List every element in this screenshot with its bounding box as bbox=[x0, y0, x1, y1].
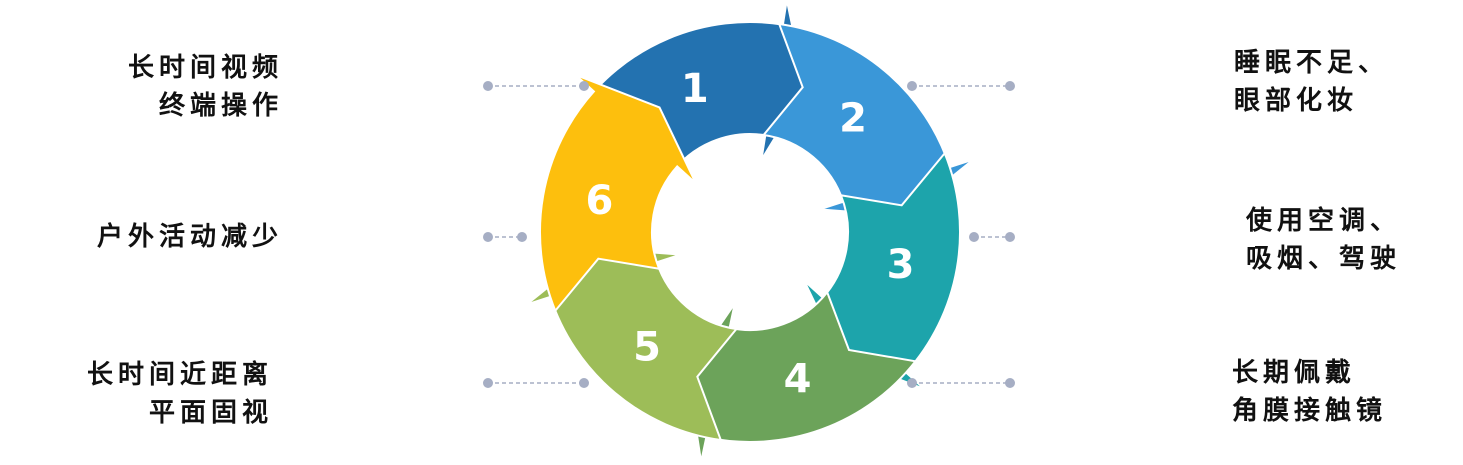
cycle-segments: 1 2 3 4 5 6 bbox=[525, 0, 975, 463]
segment-number-6: 6 bbox=[585, 178, 613, 224]
label-bottom-right-line-1: 长期佩戴 bbox=[1232, 358, 1357, 388]
connector-middle-right bbox=[969, 232, 1015, 242]
label-bottom-right-line-2: 角膜接触镜 bbox=[1232, 396, 1388, 426]
label-middle-left-line-1: 户外活动减少 bbox=[96, 222, 283, 252]
segment-number-4: 4 bbox=[784, 357, 812, 403]
label-middle-right-line-2: 吸烟、驾驶 bbox=[1246, 244, 1402, 274]
label-middle-left: 户外活动减少 bbox=[97, 218, 283, 256]
connector-middle-left bbox=[483, 232, 527, 242]
segment-number-3: 3 bbox=[887, 242, 915, 288]
label-top-right: 睡眠不足、眼部化妆 bbox=[1234, 44, 1389, 120]
label-bottom-left: 长时间近距离平面固视 bbox=[87, 356, 273, 432]
cycle-segment-6 bbox=[538, 73, 697, 313]
connectors bbox=[483, 81, 1015, 388]
connector-bottom-right bbox=[907, 378, 1015, 388]
label-bottom-left-line-2: 平面固视 bbox=[148, 398, 273, 428]
label-top-right-line-2: 眼部化妆 bbox=[1234, 86, 1359, 116]
label-top-left-line-2: 终端操作 bbox=[158, 91, 283, 121]
segment-number-2: 2 bbox=[839, 96, 867, 142]
label-top-left: 长时间视频终端操作 bbox=[128, 49, 283, 125]
segment-number-1: 1 bbox=[681, 66, 709, 112]
segment-number-5: 5 bbox=[633, 324, 661, 370]
label-bottom-right: 长期佩戴角膜接触镜 bbox=[1232, 354, 1387, 430]
connector-top-left bbox=[483, 81, 589, 91]
connector-bottom-left bbox=[483, 378, 589, 388]
label-top-right-line-1: 睡眠不足、 bbox=[1234, 48, 1390, 78]
label-middle-right: 使用空调、吸烟、驾驶 bbox=[1246, 202, 1401, 278]
label-middle-right-line-1: 使用空调、 bbox=[1246, 206, 1402, 236]
label-bottom-left-line-1: 长时间近距离 bbox=[86, 360, 273, 390]
connector-top-right bbox=[907, 81, 1015, 91]
label-top-left-line-1: 长时间视频 bbox=[127, 53, 283, 83]
